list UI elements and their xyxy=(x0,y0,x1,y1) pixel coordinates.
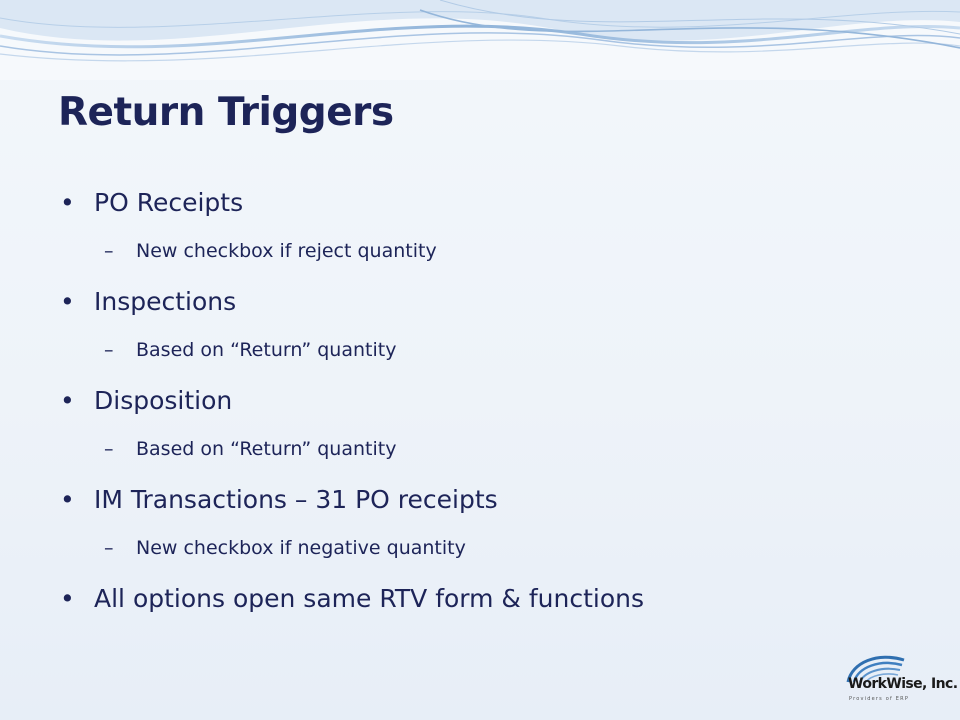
bullet-text: All options open same RTV form & functio… xyxy=(94,584,645,613)
bullet-glyph: • xyxy=(60,287,75,316)
sub-bullet-item: – New checkbox if negative quantity xyxy=(60,536,920,560)
slide-title: Return Triggers xyxy=(58,90,394,135)
bullet-glyph: • xyxy=(60,485,75,514)
bullet-text: IM Transactions – 31 PO receipts xyxy=(94,485,498,514)
bullet-item: • Inspections xyxy=(60,287,920,317)
dash-glyph: – xyxy=(104,537,114,559)
dash-glyph: – xyxy=(104,438,114,460)
bullet-glyph: • xyxy=(60,188,75,217)
arc-waves-icon xyxy=(846,655,905,683)
bullet-item: • PO Receipts xyxy=(60,188,920,218)
bullet-text: Disposition xyxy=(94,386,233,415)
sub-bullet-item: – Based on “Return” quantity xyxy=(60,338,920,362)
logo-name: WorkWise, Inc. xyxy=(848,676,958,692)
sub-bullet-item: – Based on “Return” quantity xyxy=(60,437,920,461)
bullet-item: • IM Transactions – 31 PO receipts xyxy=(60,485,920,515)
dash-glyph: – xyxy=(104,339,114,361)
bullet-text: PO Receipts xyxy=(94,188,244,217)
sub-bullet-item: – New checkbox if reject quantity xyxy=(60,239,920,263)
sub-bullet-text: New checkbox if negative quantity xyxy=(136,537,466,559)
sub-bullet-text: Based on “Return” quantity xyxy=(136,339,397,361)
sub-bullet-text: New checkbox if reject quantity xyxy=(136,240,437,262)
wave-header-decoration xyxy=(0,0,960,80)
bullet-glyph: • xyxy=(60,386,75,415)
sub-bullet-text: Based on “Return” quantity xyxy=(136,438,397,460)
logo-tagline: Providers of ERP xyxy=(849,696,910,702)
bullet-glyph: • xyxy=(60,584,75,613)
dash-glyph: – xyxy=(104,240,114,262)
bullet-list: • PO Receipts – New checkbox if reject q… xyxy=(60,188,920,614)
bullet-item: • All options open same RTV form & funct… xyxy=(60,584,920,614)
bullet-item: • Disposition xyxy=(60,386,920,416)
bullet-text: Inspections xyxy=(94,287,237,316)
company-logo: WorkWise, Inc. Providers of ERP xyxy=(842,652,958,712)
